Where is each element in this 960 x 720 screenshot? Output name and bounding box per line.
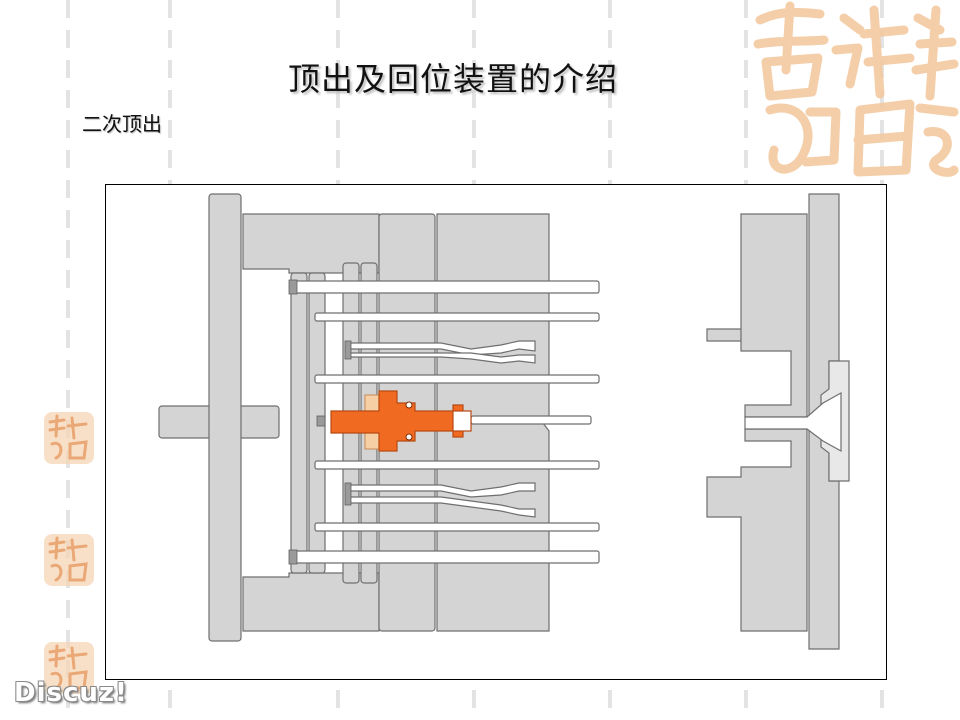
pin-head: [344, 482, 352, 506]
small-seal-icon: [44, 642, 94, 694]
pin-head: [316, 415, 326, 427]
fixed-mold-plate-lower: [706, 428, 808, 632]
mold-diagram-svg: [158, 193, 850, 650]
mechanism-ball: [405, 401, 413, 409]
lifter-pin: [348, 340, 536, 356]
lifter-pin: [348, 352, 536, 364]
fixed-mold-plate: [706, 213, 808, 418]
mechanism-body: [330, 390, 464, 452]
lifter-pin: [348, 482, 536, 498]
watermark-text: Discuz!: [14, 678, 128, 708]
pin-head: [344, 340, 352, 360]
mold-diagram: [105, 184, 887, 680]
mechanism-ball: [405, 433, 413, 441]
pin-head: [288, 549, 298, 565]
small-seal-icon: [44, 412, 94, 464]
ejector-pin: [314, 522, 600, 532]
small-seal-icon: [44, 534, 94, 586]
ejector-pin: [294, 280, 600, 294]
secondary-ejection-mechanism: [330, 390, 472, 452]
pin-head: [288, 279, 298, 295]
mechanism-tip: [452, 410, 472, 432]
page-title: 顶出及回位装置的介绍: [287, 60, 618, 98]
large-seal-icon: [753, 1, 959, 177]
sprue-cone: [744, 391, 842, 453]
ejector-pin: [314, 374, 600, 384]
ejector-pin: [294, 550, 600, 564]
ejector-plate-1: [290, 272, 308, 574]
clamping-plate: [208, 193, 242, 642]
center-pin: [470, 415, 592, 425]
ejector-pin: [314, 312, 600, 322]
background-stripe: [66, 0, 70, 720]
page-subtitle: 二次顶出: [82, 112, 162, 136]
lifter-pin: [348, 496, 536, 518]
ejector-pin: [314, 460, 600, 470]
support-block-top: [242, 213, 380, 274]
